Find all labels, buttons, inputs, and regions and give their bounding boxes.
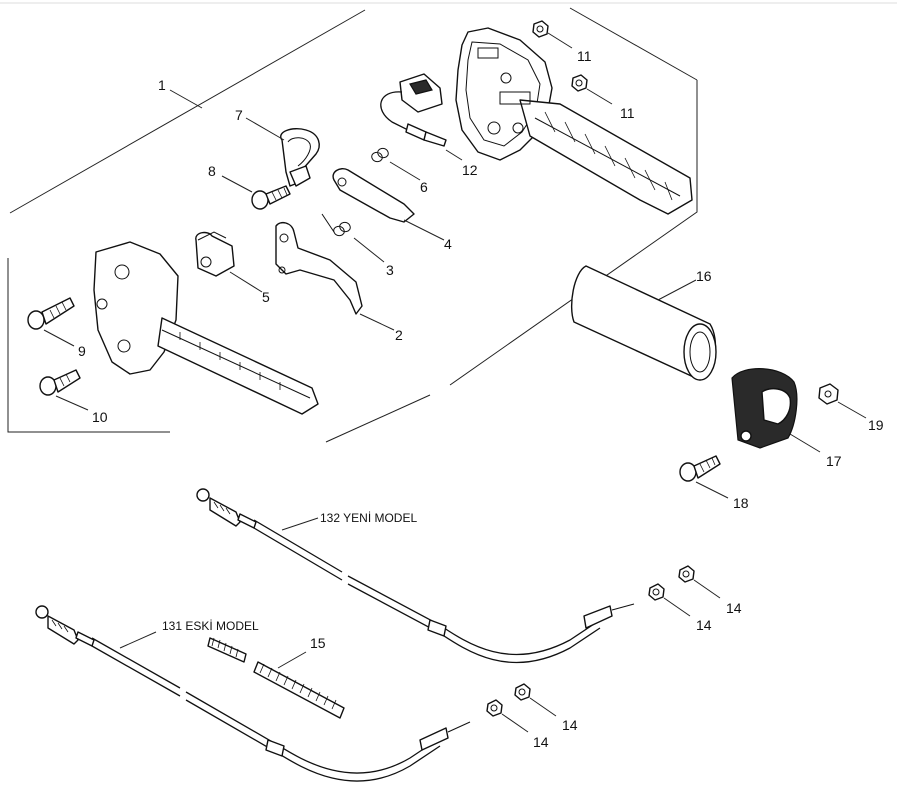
callout-14-left-upper: 14 [562,717,578,733]
part-19-nut [818,383,867,419]
part-14-nut-b [678,565,721,599]
callout-5: 5 [262,289,270,305]
callout-16: 16 [696,268,712,284]
part-14-nut-d [514,683,557,717]
part-15-springs [207,637,345,719]
leader-line-part-1 [169,89,203,109]
part-10-bolt [39,369,89,411]
handle-housing-half [455,27,693,215]
cable-label-new-model: 132 YENİ MODEL [320,511,417,525]
callout-11-upper: 11 [577,48,592,64]
callout-14-right-upper: 14 [726,600,742,616]
part-9-bolt [27,297,75,347]
callout-7: 7 [235,107,243,123]
callout-12: 12 [462,162,478,178]
callout-14-left-lower: 14 [533,734,549,750]
callout-2: 2 [395,327,403,343]
callout-6: 6 [420,179,428,195]
part-17-handle-clamp [731,368,821,453]
part-3-spring [321,213,385,263]
part-12-stop-switch [380,73,463,161]
cable-132-new-model [196,488,635,664]
callout-3: 3 [386,262,394,278]
callout-11-lower: 11 [620,105,635,121]
callout-9: 9 [78,343,86,359]
part-11-nut-lower [571,74,613,105]
cable-label-old-model: 131 ESKİ MODEL [162,619,259,633]
callout-8: 8 [208,163,216,179]
callout-18: 18 [733,495,749,511]
cable-131-old-model [35,605,471,782]
callout-15: 15 [310,635,326,651]
part-7-clamp [245,117,320,187]
part-5-throttle-link [195,231,263,293]
handle-housing-left-half [93,241,319,415]
part-18-bolt [679,455,729,499]
callout-1: 1 [158,77,166,93]
part-8-bolt [221,175,291,210]
callout-10: 10 [92,409,108,425]
assembly-boundary [7,7,698,443]
part-6-spring [371,147,421,181]
part-2-throttle-trigger [275,221,395,331]
callout-4: 4 [444,236,452,252]
callout-17: 17 [826,453,842,469]
part-4-lockout-lever [332,168,445,241]
part-14-nut-c [486,699,529,733]
callout-14-right-lower: 14 [696,617,712,633]
part-16-grip-sleeve [571,265,717,381]
part-14-nut-a [648,583,691,617]
part-11-nut-upper [532,20,573,49]
callout-19: 19 [868,417,884,433]
